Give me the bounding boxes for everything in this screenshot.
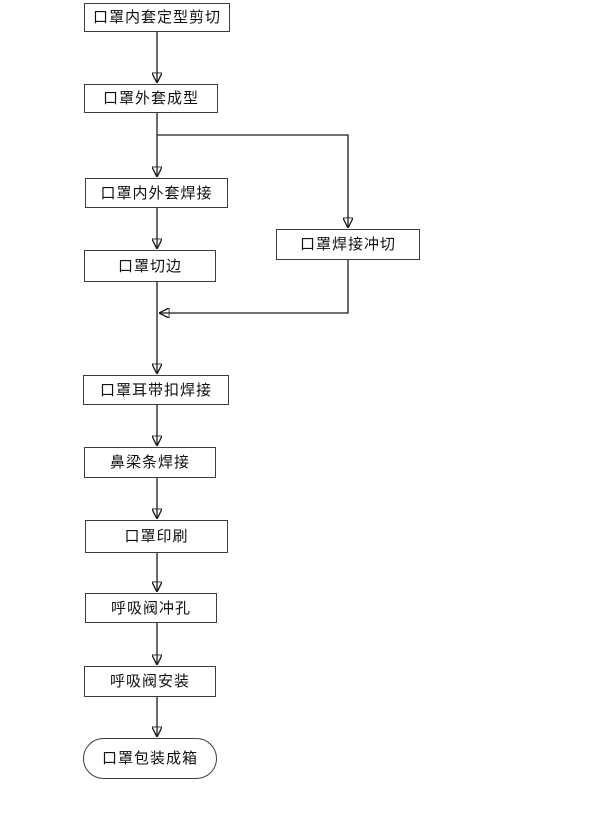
- flow-node-valve-installation: 呼吸阀安装: [84, 666, 216, 697]
- flow-node-inner-outer-welding: 口罩内外套焊接: [85, 178, 228, 208]
- node-label: 口罩包装成箱: [101, 749, 198, 767]
- flow-node-nose-bridge-welding: 鼻梁条焊接: [84, 447, 216, 478]
- flow-node-packing-into-boxes: 口罩包装成箱: [83, 738, 217, 779]
- flow-node-outer-cover-forming: 口罩外套成型: [84, 84, 218, 113]
- node-label: 呼吸阀安装: [109, 672, 190, 690]
- node-label: 口罩内外套焊接: [100, 183, 213, 202]
- flow-node-edge-trimming: 口罩切边: [84, 250, 216, 282]
- node-label: 口罩切边: [117, 256, 182, 275]
- flow-node-inner-cover-shaping-cut: 口罩内套定型剪切: [84, 3, 230, 32]
- node-label: 口罩内套定型剪切: [92, 8, 221, 26]
- flow-node-weld-punch-cut: 口罩焊接冲切: [276, 229, 420, 260]
- flow-node-valve-punching: 呼吸阀冲孔: [85, 593, 217, 623]
- flow-node-ear-strap-buckle-welding: 口罩耳带扣焊接: [83, 375, 229, 405]
- node-label: 口罩印刷: [124, 527, 189, 545]
- edge-n4-n6-merge: [160, 260, 349, 313]
- node-label: 口罩外套成型: [102, 89, 199, 107]
- edge-n2-n4: [157, 134, 348, 227]
- flow-node-mask-printing: 口罩印刷: [85, 520, 228, 553]
- node-label: 呼吸阀冲孔: [110, 598, 191, 617]
- node-label: 鼻梁条焊接: [109, 453, 190, 471]
- node-label: 口罩焊接冲切: [299, 235, 396, 253]
- node-label: 口罩耳带扣焊接: [99, 380, 212, 399]
